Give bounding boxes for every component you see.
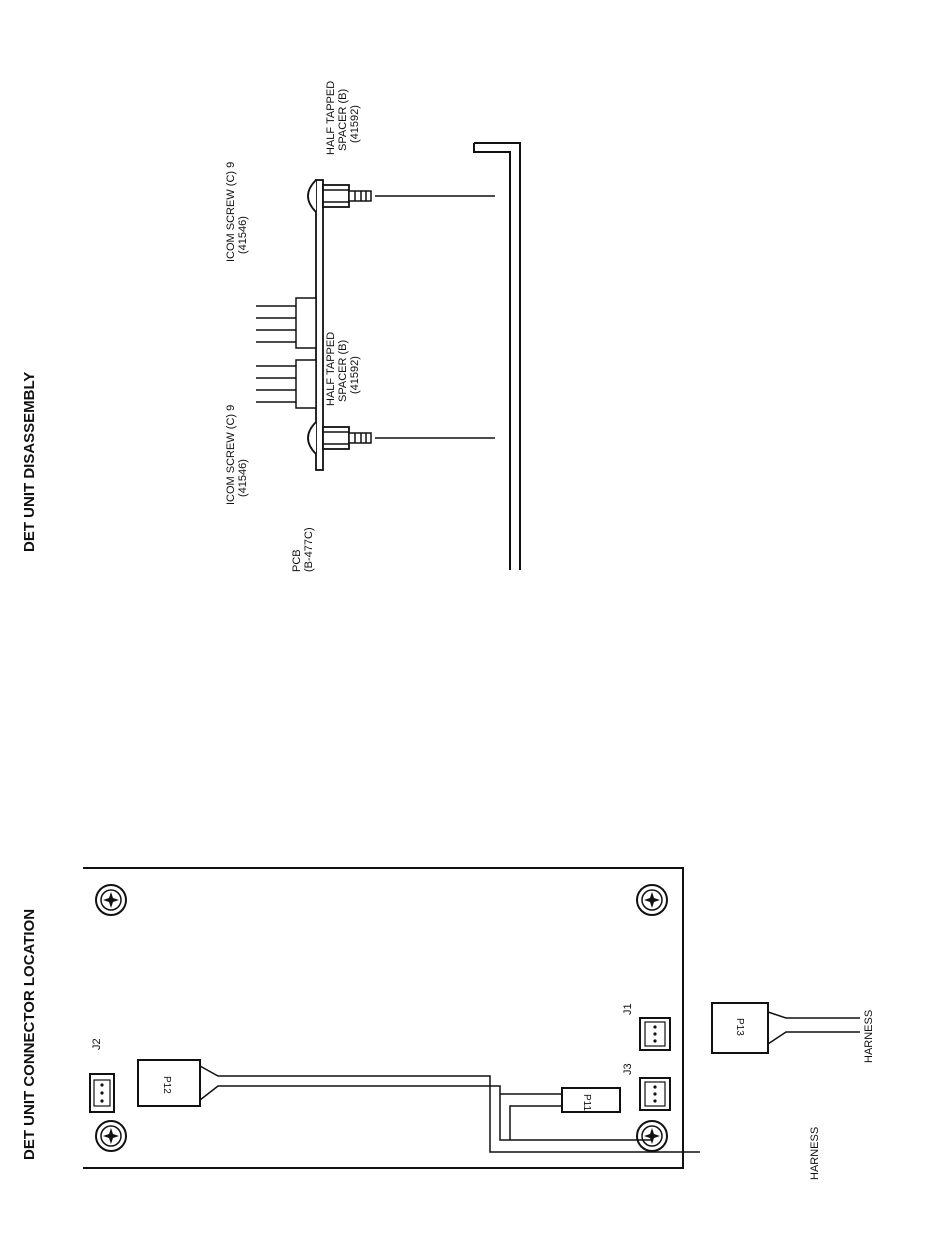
- title-disassembly: DET UNIT DISASSEMBLY: [21, 372, 38, 552]
- connector-drawing: J2 J3 J1 P12: [83, 868, 875, 1180]
- screw-icon: [96, 885, 126, 915]
- spacer-label2-top: SPACER (B): [337, 89, 349, 151]
- connector-j1: [640, 1018, 670, 1050]
- title-connector-location: DET UNIT CONNECTOR LOCATION: [21, 909, 38, 1160]
- spacer-label-top: HALF TAPPED: [325, 81, 337, 155]
- label-harness-bottom: HARNESS: [809, 1127, 821, 1180]
- disassembly-drawing: PCB (B-477C) ICOM SCREW (C) 9 (41546) HA…: [225, 81, 520, 572]
- label-j2: J2: [91, 1038, 103, 1050]
- label-j1: J1: [622, 1003, 634, 1015]
- label-harness-right: HARNESS: [863, 1010, 875, 1063]
- spacer-label2-bottom: SPACER (B): [337, 340, 349, 402]
- pcb-board: [316, 180, 323, 470]
- screw-code-bottom: (41546): [237, 459, 249, 497]
- screw-label-bottom: ICOM SCREW (C) 9: [225, 405, 237, 505]
- spacer-code-top: (41592): [349, 105, 361, 143]
- screw-label-top: ICOM SCREW (C) 9: [225, 162, 237, 262]
- label-p12: P12: [161, 1076, 172, 1094]
- det-unit-board: [83, 868, 683, 1168]
- pcb-label: PCB: [291, 549, 303, 572]
- label-p11: P11: [581, 1094, 592, 1111]
- screw-spacer-bottom: [308, 422, 495, 454]
- screw-spacer-top: [308, 180, 495, 212]
- connector-j2: [90, 1074, 114, 1112]
- label-j3: J3: [622, 1063, 634, 1075]
- screw-code-top: (41546): [237, 216, 249, 254]
- plug-p11: [500, 1088, 620, 1140]
- chassis-bracket: [474, 143, 520, 570]
- screw-icon: [637, 1121, 667, 1151]
- spacer-code-bottom: (41592): [349, 356, 361, 394]
- label-p13: P13: [734, 1018, 745, 1036]
- pcb-code: (B-477C): [303, 527, 315, 572]
- spacer-label-bottom: HALF TAPPED: [325, 332, 337, 406]
- screw-icon: [637, 885, 667, 915]
- screw-icon: [96, 1121, 126, 1151]
- pcb-header-pins: [256, 298, 316, 408]
- connector-j3: [640, 1078, 670, 1110]
